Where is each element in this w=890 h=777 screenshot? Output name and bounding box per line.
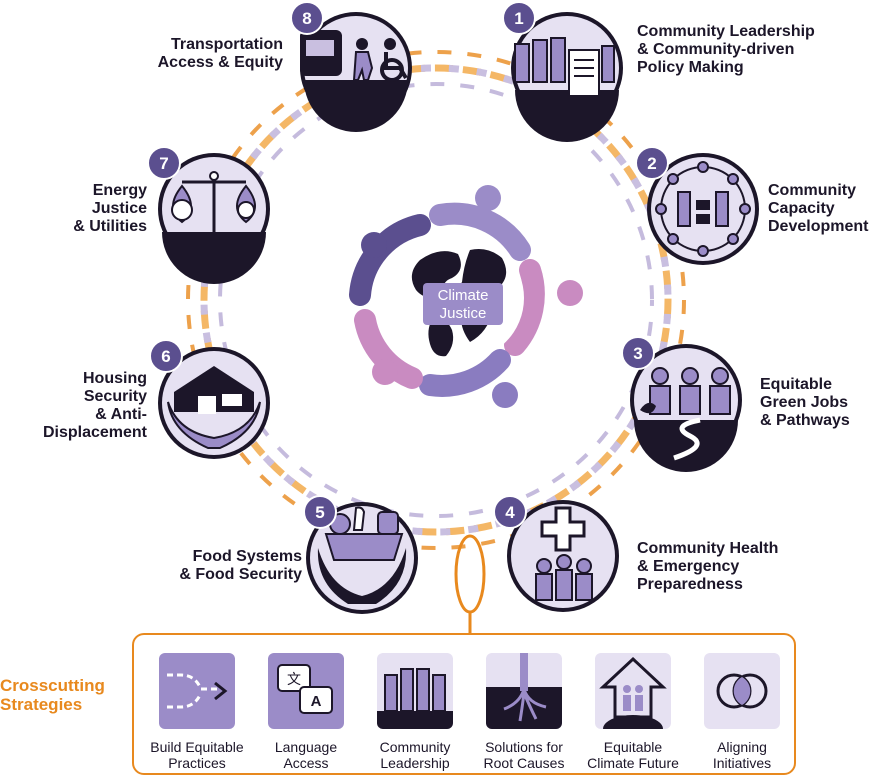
- overlapping-circles-icon: [704, 653, 780, 729]
- cs-label-4: Solutions for Root Causes: [483, 739, 565, 771]
- cs-item-community-leadership: Community Leadership: [360, 653, 470, 771]
- food-basket-icon: [317, 506, 407, 604]
- node-1-label: Community Leadership & Community-driven …: [637, 23, 815, 76]
- cs-label-3: Community Leadership: [379, 739, 451, 771]
- node-6-housing: 6: [149, 339, 270, 459]
- capacity-development-icon: [655, 161, 751, 257]
- node-3-label: Equitable Green Jobs & Pathways: [760, 376, 850, 429]
- center-title-line2: Justice: [440, 305, 487, 322]
- cs-item-aligning-initiatives: Aligning Initiatives: [687, 653, 797, 771]
- people-ring-icon: [349, 185, 583, 408]
- node-2-number: 2: [647, 154, 656, 173]
- node-5-number: 5: [315, 503, 324, 522]
- future-arrow-icon: [595, 653, 671, 729]
- node-5-food: 5: [303, 495, 418, 614]
- health-cross-icon: [535, 506, 593, 601]
- node-1-community-leadership: 1: [502, 1, 623, 142]
- crosscutting-title: Crosscutting Strategies: [0, 676, 105, 714]
- transit-access-icon: [300, 30, 408, 82]
- cs-label-1: Build Equitable Practices: [150, 739, 244, 771]
- node-8-transportation: 8: [290, 1, 412, 132]
- cs-label-5: Equitable Climate Future: [587, 739, 679, 771]
- node-8-number: 8: [302, 9, 311, 28]
- node-7-number: 7: [159, 154, 168, 173]
- raised-hands-people-icon: [377, 653, 453, 729]
- center-title-line1: Climate: [438, 287, 489, 304]
- node-8-label: Transportation Access & Equity: [157, 36, 283, 71]
- dashed-arrow-icon: [159, 653, 235, 729]
- cs-item-build-equitable-practices: Build Equitable Practices: [142, 653, 252, 771]
- cs-label-2: Language Access: [274, 739, 338, 771]
- node-4-health: 4: [493, 495, 619, 612]
- node-6-number: 6: [161, 347, 170, 366]
- node-1-number: 1: [514, 9, 523, 28]
- center-label-box: [423, 283, 503, 325]
- community-leadership-icon: [514, 37, 615, 97]
- node-4-number: 4: [505, 503, 515, 522]
- node-2-capacity: 2: [635, 146, 759, 265]
- node-4-label: Community Health & Emergency Preparednes…: [637, 540, 779, 593]
- roots-icon: [486, 653, 562, 729]
- node-6-label: Housing Security & Anti- Displacement: [42, 370, 147, 441]
- svg-text:A: A: [311, 693, 322, 710]
- node-7-label: Energy Justice & Utilities: [73, 182, 147, 235]
- node-5-label: Food Systems & Food Security: [179, 548, 302, 583]
- helix-ring: [186, 50, 686, 550]
- svg-text:文: 文: [287, 672, 301, 688]
- helix-callout-ellipse: [454, 534, 486, 614]
- node-7-energy: 7: [147, 146, 270, 284]
- house-hands-icon: [167, 366, 261, 449]
- climate-justice-center: Climate Justice: [349, 185, 583, 408]
- green-jobs-icon: [640, 367, 731, 415]
- cs-item-equitable-future: Equitable Climate Future: [578, 653, 688, 771]
- cs-label-6: Aligning Initiatives: [712, 739, 772, 771]
- node-3-number: 3: [633, 344, 642, 363]
- node-2-label: Community Capacity Development: [768, 182, 869, 235]
- energy-scale-icon: [171, 171, 256, 232]
- cs-item-root-causes: Solutions for Root Causes: [469, 653, 579, 771]
- node-3-green-jobs: 3: [621, 336, 742, 472]
